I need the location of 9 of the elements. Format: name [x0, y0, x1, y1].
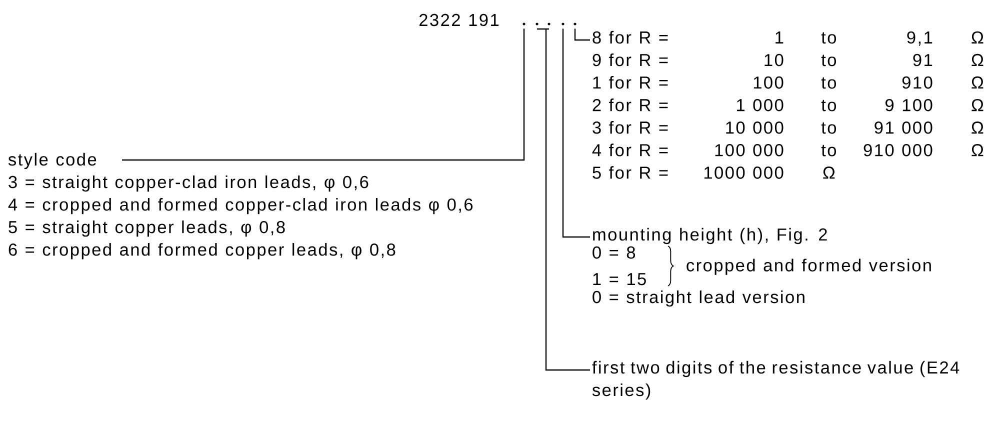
resistance-range-table: 8 for R = 1 to 9,1 Ω 9 for R = 10 to 91 Ω 1 for R = 100 to 910 Ω 2 for R = 1 000 to 9 100 Ω 3 for R = 10 000 to 91 000 Ω 4 for R = 100 000 to 910 000 Ω 5 for R = 1000 000 Ω: [592, 30, 984, 179]
leader-line: [574, 28, 590, 41]
resistance-digits-note: first two digits of the resistance value (E24 series): [592, 360, 960, 400]
mounting-height-list: mounting height (h), Fig. 2 0 = 8 1 = 15 cropped and formed version 0 = straight lead version: [592, 228, 931, 307]
style-code-list: style code 3 = straight copper-clad iron leads, φ 0,6 4 = cropped and formed copper-clad iron leads φ 0,6 5 = straight copper leads, φ 0,8 6 = cropped and formed copper leads, φ 0,8: [8, 152, 473, 260]
type-number: 2322 191: [419, 14, 576, 26]
leader-line: [562, 28, 590, 238]
leader-line: [122, 28, 525, 161]
leader-line: [536, 28, 591, 371]
